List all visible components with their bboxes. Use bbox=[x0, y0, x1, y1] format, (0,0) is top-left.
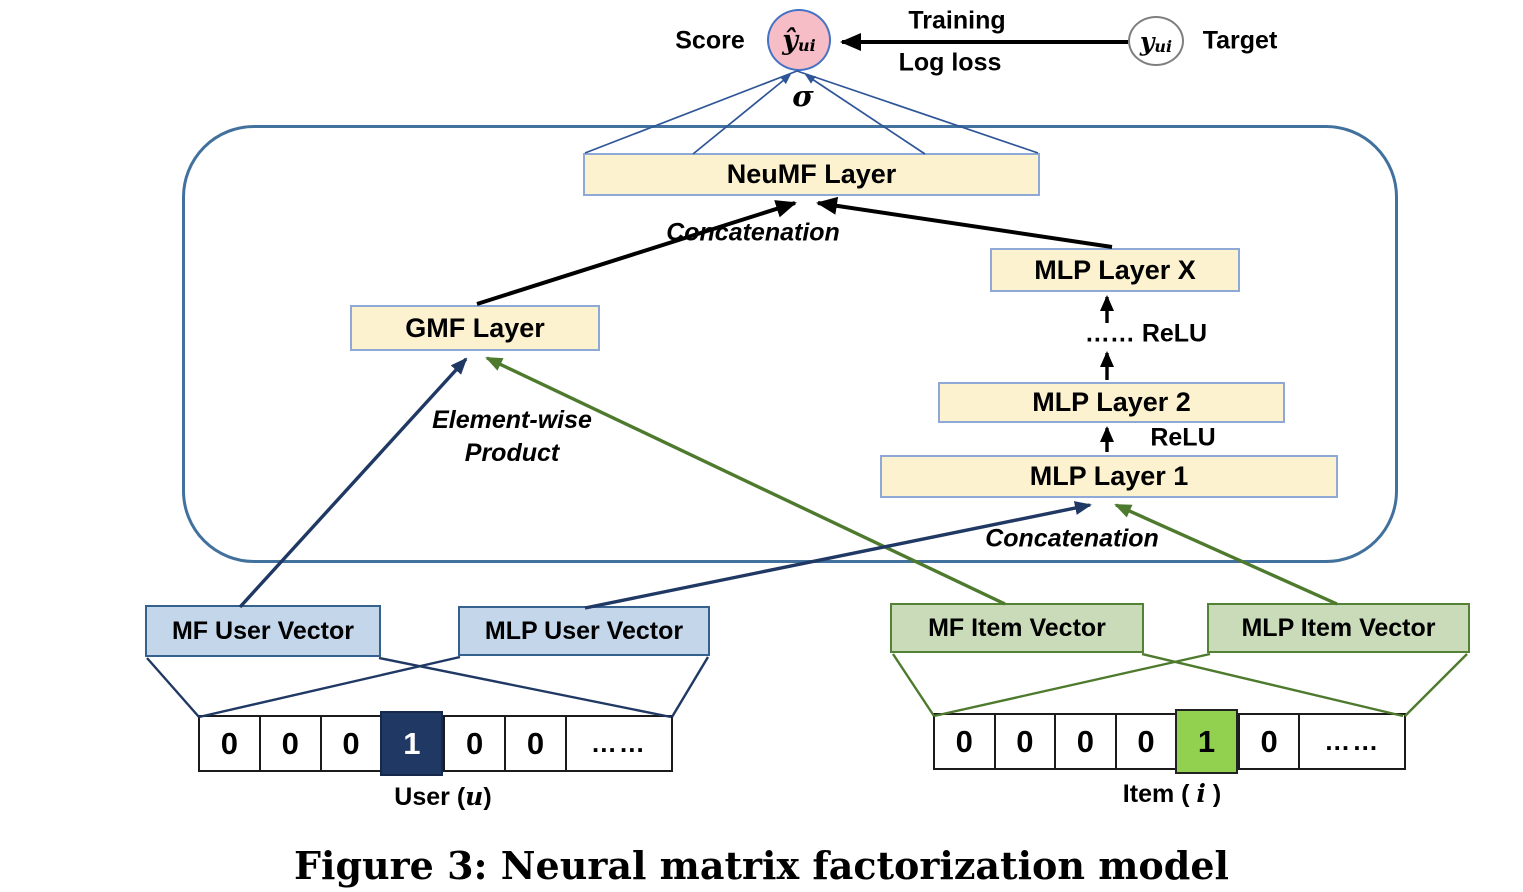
mf-item-array-left-connector bbox=[891, 653, 936, 717]
gmf-layer-label: GMF Layer bbox=[405, 312, 545, 343]
mf-item-vector-label: MF Item Vector bbox=[928, 613, 1106, 642]
target-label: Target bbox=[1202, 26, 1278, 55]
onehot-cell-hot: 1 bbox=[1175, 709, 1238, 774]
mlp-user-array-right-connector bbox=[670, 656, 710, 718]
mlp-user-array-left-connector bbox=[198, 655, 461, 719]
onehot-cell: 0 bbox=[443, 717, 504, 770]
yhat-subscript: ui bbox=[797, 35, 816, 55]
gmf-layer-box: GMF Layer bbox=[350, 305, 600, 351]
log-loss-label: Log loss bbox=[898, 48, 1002, 77]
element-wise-product-label: Element-wise Product bbox=[432, 404, 592, 470]
element-wise-line1: Element-wise bbox=[432, 406, 592, 434]
mlp-layer-2-label: MLP Layer 2 bbox=[1032, 387, 1191, 417]
mlp-item-array-left-connector bbox=[933, 652, 1211, 718]
mlp-item-vector-label: MLP Item Vector bbox=[1241, 613, 1436, 642]
mf-user-vector-label: MF User Vector bbox=[171, 616, 354, 645]
neumf-layer-box: NeuMF Layer bbox=[583, 153, 1040, 196]
onehot-cell: 0 bbox=[1237, 715, 1299, 768]
item-label-suffix: ) bbox=[1205, 780, 1222, 808]
mf-item-array-right-connector bbox=[1141, 652, 1404, 718]
mf-user-array-right-connector bbox=[378, 656, 672, 719]
mf-item-vector-box: MF Item Vector bbox=[890, 603, 1144, 653]
item-label-prefix: Item ( bbox=[1122, 780, 1197, 808]
yhat-symbol: ŷ bbox=[782, 24, 798, 56]
training-label: Training bbox=[908, 6, 1006, 35]
mlp-layer-x-box: MLP Layer X bbox=[990, 248, 1240, 292]
onehot-cell-hot: 1 bbox=[380, 711, 444, 776]
concatenation-top-label: Concatenation bbox=[666, 218, 840, 247]
item-input-label: Item ( i ) bbox=[1123, 779, 1221, 809]
onehot-cell: …… bbox=[564, 717, 671, 770]
item-label-var: i bbox=[1196, 779, 1206, 808]
mlp-user-vector-label: MLP User Vector bbox=[484, 616, 684, 645]
score-label: Score bbox=[675, 26, 745, 55]
mf-user-vector-box: MF User Vector bbox=[145, 605, 381, 657]
mlp-user-vector-box: MLP User Vector bbox=[458, 606, 710, 656]
sigma-activation-label: σ bbox=[792, 79, 814, 113]
mlp-item-vector-box: MLP Item Vector bbox=[1207, 603, 1470, 653]
mlp-layer-1-box: MLP Layer 1 bbox=[880, 455, 1338, 498]
onehot-cell: 0 bbox=[220, 725, 239, 761]
onehot-cell: 0 bbox=[1114, 715, 1176, 768]
figure-caption: Figure 3: Neural matrix factorization mo… bbox=[294, 843, 1229, 888]
onehot-cell: 0 bbox=[1054, 715, 1115, 768]
mlp-item-array-right-connector bbox=[1404, 653, 1468, 717]
mf-user-array-left-connector bbox=[146, 657, 200, 718]
onehot-cell: 0 bbox=[504, 717, 565, 770]
onehot-cell: 0 bbox=[258, 717, 320, 770]
onehot-cell: 0 bbox=[319, 717, 381, 770]
relu-label: ReLU bbox=[1150, 423, 1216, 452]
ytrue-symbol: y bbox=[1139, 26, 1155, 56]
mlp-layer-x-label: MLP Layer X bbox=[1034, 254, 1196, 285]
user-label-prefix: User ( bbox=[394, 783, 466, 811]
onehot-cell: 0 bbox=[955, 723, 973, 759]
neumf-layer-label: NeuMF Layer bbox=[726, 159, 897, 189]
user-label-var: u bbox=[465, 782, 484, 811]
mlp-layer-1-label: MLP Layer 1 bbox=[1029, 461, 1189, 491]
mlp-layer-2-box: MLP Layer 2 bbox=[938, 382, 1285, 423]
user-input-label: User (u) bbox=[394, 782, 491, 812]
relu-dots-label: …… ReLU bbox=[1084, 319, 1208, 348]
element-wise-line2: Product bbox=[464, 439, 560, 467]
onehot-cell: 0 bbox=[993, 715, 1055, 768]
user-label-suffix: ) bbox=[483, 783, 492, 811]
concatenation-bottom-label: Concatenation bbox=[985, 524, 1159, 553]
onehot-cell: …… bbox=[1298, 715, 1404, 768]
ytrue-subscript: ui bbox=[1154, 36, 1173, 56]
